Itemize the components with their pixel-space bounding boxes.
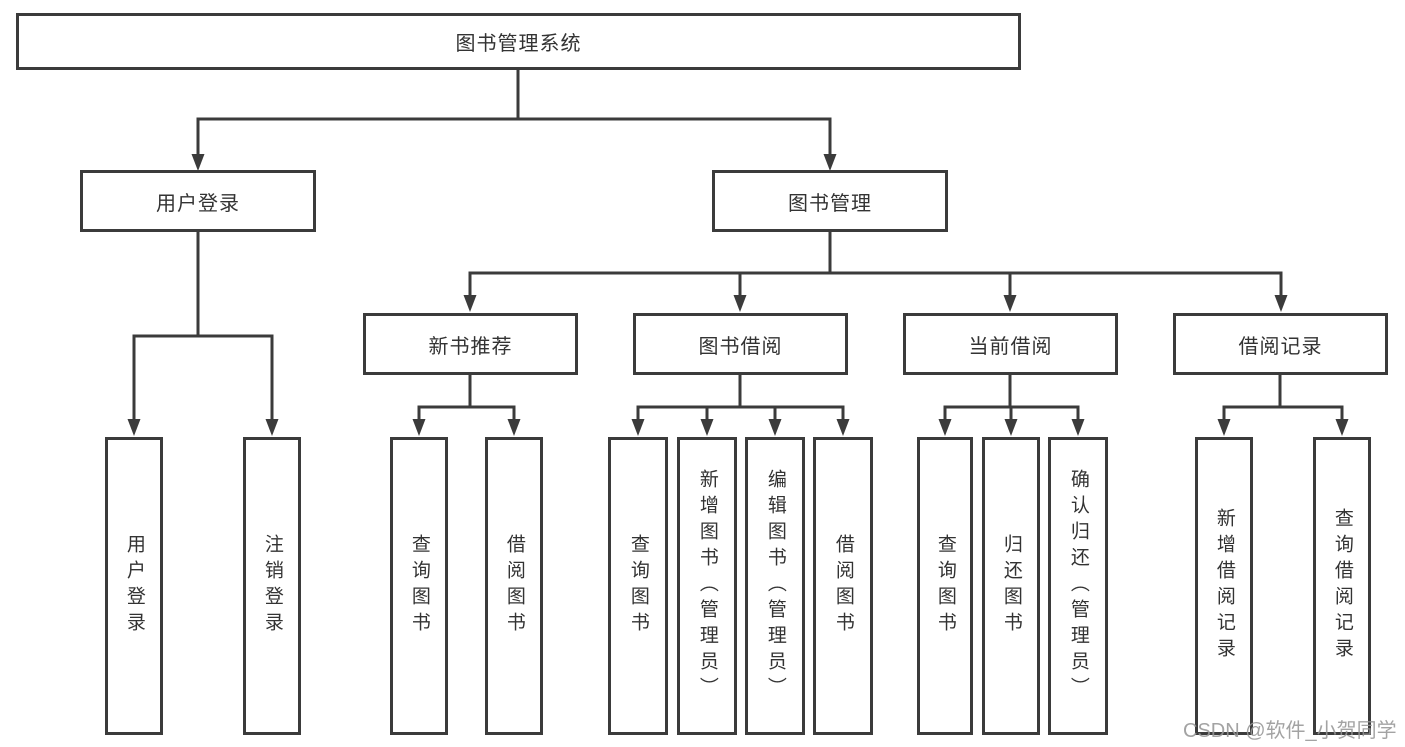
node-new-book-recommendation: 新书推荐 (363, 313, 578, 375)
node-current-borrowing: 当前借阅 (903, 313, 1118, 375)
node-label: 新增借阅记录 (1213, 508, 1235, 664)
arrowhead (1217, 419, 1231, 436)
node-label: 归还图书 (1000, 534, 1022, 638)
node-label: 当前借阅 (968, 335, 1053, 358)
node-label: 查询图书 (627, 534, 649, 638)
node-label: 用户登录 (156, 192, 240, 215)
node-book-management: 图书管理 (712, 170, 948, 232)
node-edit-books-admin: 编辑图书（管理员） (745, 437, 805, 735)
node-label: 查询图书 (934, 534, 956, 638)
node-book-borrowing: 图书借阅 (633, 313, 848, 375)
node-label: 图书借阅 (698, 335, 783, 358)
node-label: 查询图书 (408, 534, 430, 638)
arrowhead (191, 154, 205, 171)
node-label: 借阅记录 (1238, 335, 1323, 358)
node-library-system: 图书管理系统 (16, 13, 1021, 70)
node-label: 新增图书（管理员） (696, 469, 718, 703)
arrowhead (1004, 419, 1018, 436)
node-label: 借阅图书 (503, 534, 525, 638)
node-label: 图书管理系统 (455, 33, 582, 55)
arrowhead (1274, 295, 1288, 312)
node-label: 注销登录 (261, 534, 283, 638)
arrowhead (768, 419, 782, 436)
node-label: 编辑图书（管理员） (764, 469, 786, 703)
node-borrowing-records: 借阅记录 (1173, 313, 1388, 375)
arrowhead (823, 154, 837, 171)
node-confirm-return-admin: 确认归还（管理员） (1048, 437, 1108, 735)
node-user-login: 用户登录 (80, 170, 316, 232)
node-label: 用户登录 (123, 534, 145, 638)
arrowhead (836, 419, 850, 436)
arrowhead (733, 295, 747, 312)
arrowhead (631, 419, 645, 436)
arrowhead (463, 295, 477, 312)
node-query-borrow-record: 查询借阅记录 (1313, 437, 1371, 735)
node-return-books: 归还图书 (982, 437, 1040, 735)
node-borrow-books: 借阅图书 (813, 437, 873, 735)
arrowhead (127, 419, 141, 436)
node-add-borrow-record: 新增借阅记录 (1195, 437, 1253, 735)
node-label: 查询借阅记录 (1331, 508, 1353, 664)
node-borrow-books-recommend: 借阅图书 (485, 437, 543, 735)
arrowhead (265, 419, 279, 436)
node-label: 借阅图书 (832, 534, 854, 638)
arrowhead (412, 419, 426, 436)
node-label: 确认归还（管理员） (1067, 469, 1089, 703)
node-logout: 注销登录 (243, 437, 301, 735)
node-user-login-leaf: 用户登录 (105, 437, 163, 735)
arrowhead (507, 419, 521, 436)
arrowhead (1003, 295, 1017, 312)
node-label: 新书推荐 (428, 335, 513, 358)
node-query-books-borrowing: 查询图书 (608, 437, 668, 735)
node-add-books-admin: 新增图书（管理员） (677, 437, 737, 735)
arrowhead (1071, 419, 1085, 436)
arrowhead (1335, 419, 1349, 436)
node-label: 图书管理 (788, 192, 872, 215)
watermark: CSDN @软件_小贺同学 (1183, 720, 1397, 742)
arrowhead (938, 419, 952, 436)
node-query-books-current: 查询图书 (917, 437, 973, 735)
node-query-books-recommend: 查询图书 (390, 437, 448, 735)
arrowhead (700, 419, 714, 436)
